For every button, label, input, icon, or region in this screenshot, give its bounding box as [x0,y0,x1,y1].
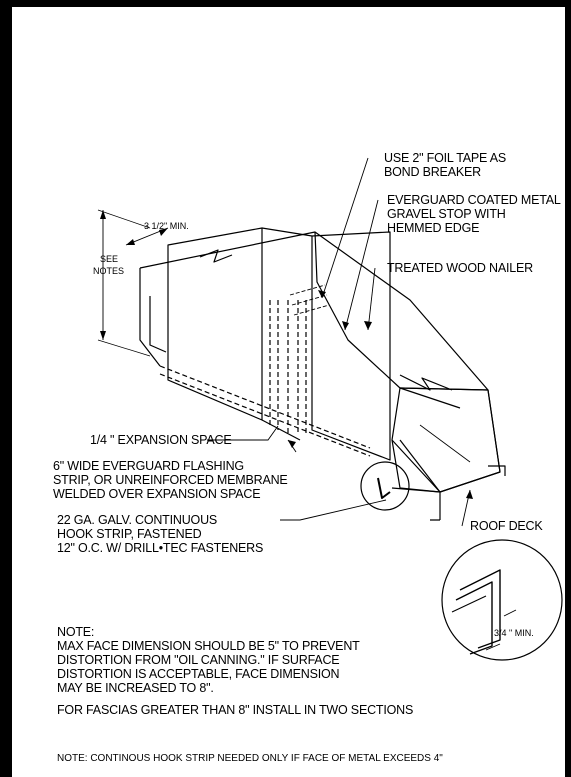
callout-hook-strip-line-1: 22 GA. GALV. CONTINUOUS [57,513,217,527]
fascia-face-left [167,227,263,421]
foil-tape-hatch [289,284,330,316]
callout-flashing-line-1: 6" WIDE EVERGUARD FLASHING [53,459,244,473]
dim-label-min-width: 3 1/2" MIN. [144,221,189,231]
fascia-bottom-join [261,419,301,441]
arrow-dim-bottom [100,331,106,340]
callout-gravel-stop-line-1: EVERGUARD COATED METAL [387,193,561,207]
notes-line-2: DISTORTION FROM "OIL CANNING." IF SURFAC… [57,653,340,667]
callout-flashing-strip: 6" WIDE EVERGUARD FLASHING STRIP, OR UNR… [53,459,291,501]
general-notes: NOTE: MAX FACE DIMENSION SHOULD BE 5" TO… [57,625,557,717]
dim-label-notes: NOTES [93,266,124,276]
callout-foil-tape-line-2: BOND BREAKER [384,165,481,179]
dim-extension-lines [97,209,151,357]
arrow-nailer [364,321,372,330]
dim-label-see-notes: SEE NOTES [93,254,124,276]
nailer-end-box [391,387,501,493]
notes-line-1: MAX FACE DIMENSION SHOULD BE 5" TO PREVE… [57,639,360,653]
leader-expansion [207,425,279,441]
leader-gravel-stop [344,199,379,331]
notes-sections: FOR FASCIAS GREATER THAN 8" INSTALL IN T… [57,703,414,717]
arrow-width-right [159,228,168,236]
callout-foil-tape-line-1: USE 2" FOIL TAPE AS [384,151,506,165]
fascia-assembly [139,227,563,661]
sheet-border-top [0,0,571,7]
notes-line-3: DISTORTION IS ACCEPTABLE, FACE DIMENSION [57,667,340,681]
left-panel-inner [149,296,167,353]
arrow-dim-top [100,210,106,219]
sheet-border-left [0,0,12,777]
detail-marker-hook [377,477,391,499]
dim-label-see: SEE [100,254,118,264]
enlarged-detail-circle [441,539,563,661]
fascia-face-right [311,231,391,461]
detail-dim-lines [485,609,517,651]
nailer-inner-edge [314,231,461,409]
callout-gravel-stop-line-3: HEMMED EDGE [387,221,479,235]
callout-flashing-line-3: WELDED OVER EXPANSION SPACE [53,487,260,501]
detail-circle-marker [360,461,410,511]
leader-hook-strip [280,499,387,521]
callout-foil-tape: USE 2" FOIL TAPE AS BOND BREAKER [384,151,509,179]
roof-deck-edge [391,487,441,521]
callout-gravel-stop-line-2: GRAVEL STOP WITH [387,207,506,221]
hook-strip-bottom [159,365,371,457]
callout-hook-strip-line-2: HOOK STRIP, FASTENED [57,527,202,541]
notes-line-4: MAY BE INCREASED TO 8". [57,681,214,695]
callout-hook-strip: 22 GA. GALV. CONTINUOUS HOOK STRIP, FAST… [57,513,263,555]
break-line-top [199,249,233,263]
detail-label-min: 3/4 " MIN. [494,628,534,638]
arrow-gravel [342,321,349,330]
callout-expansion-space: 1/4 " EXPANSION SPACE [90,433,232,447]
detail-nailer-line [451,595,487,613]
notes-footnote: NOTE: CONTINOUS HOOK STRIP NEEDED ONLY I… [57,753,443,764]
end-box-hatch [419,424,471,463]
roof-deck-right [488,465,506,476]
callout-flashing-line-2: STRIP, OR UNREINFORCED MEMBRANE [53,473,288,487]
break-line-right [399,374,453,391]
leader-lines [97,157,517,651]
callout-hook-strip-line-3: 12" O.C. W/ DRILL•TEC FASTENERS [57,541,263,555]
arrow-width-left [126,239,135,245]
leader-foil-tape [321,157,369,299]
callout-wood-nailer: TREATED WOOD NAILER [387,261,533,275]
arrow-foil [318,290,326,298]
notes-heading: NOTE: [57,625,95,639]
sheet-border-right [565,0,571,777]
arrowheads [100,210,473,499]
flashing-strip-dashed [269,300,307,434]
leader-wood-nailer [367,267,376,331]
end-box-diagonal [399,439,441,493]
notes-spacer [57,695,557,703]
arrow-roof-deck [466,490,473,499]
expansion-top [261,227,313,237]
callout-gravel-stop: EVERGUARD COATED METAL GRAVEL STOP WITH … [387,193,563,235]
arrow-flashing [288,440,296,448]
detail-fascia-hook [459,569,501,649]
detail-hook-strip [455,581,493,655]
callout-roof-deck: ROOF DECK [470,519,543,533]
left-panel-edge [139,268,161,367]
